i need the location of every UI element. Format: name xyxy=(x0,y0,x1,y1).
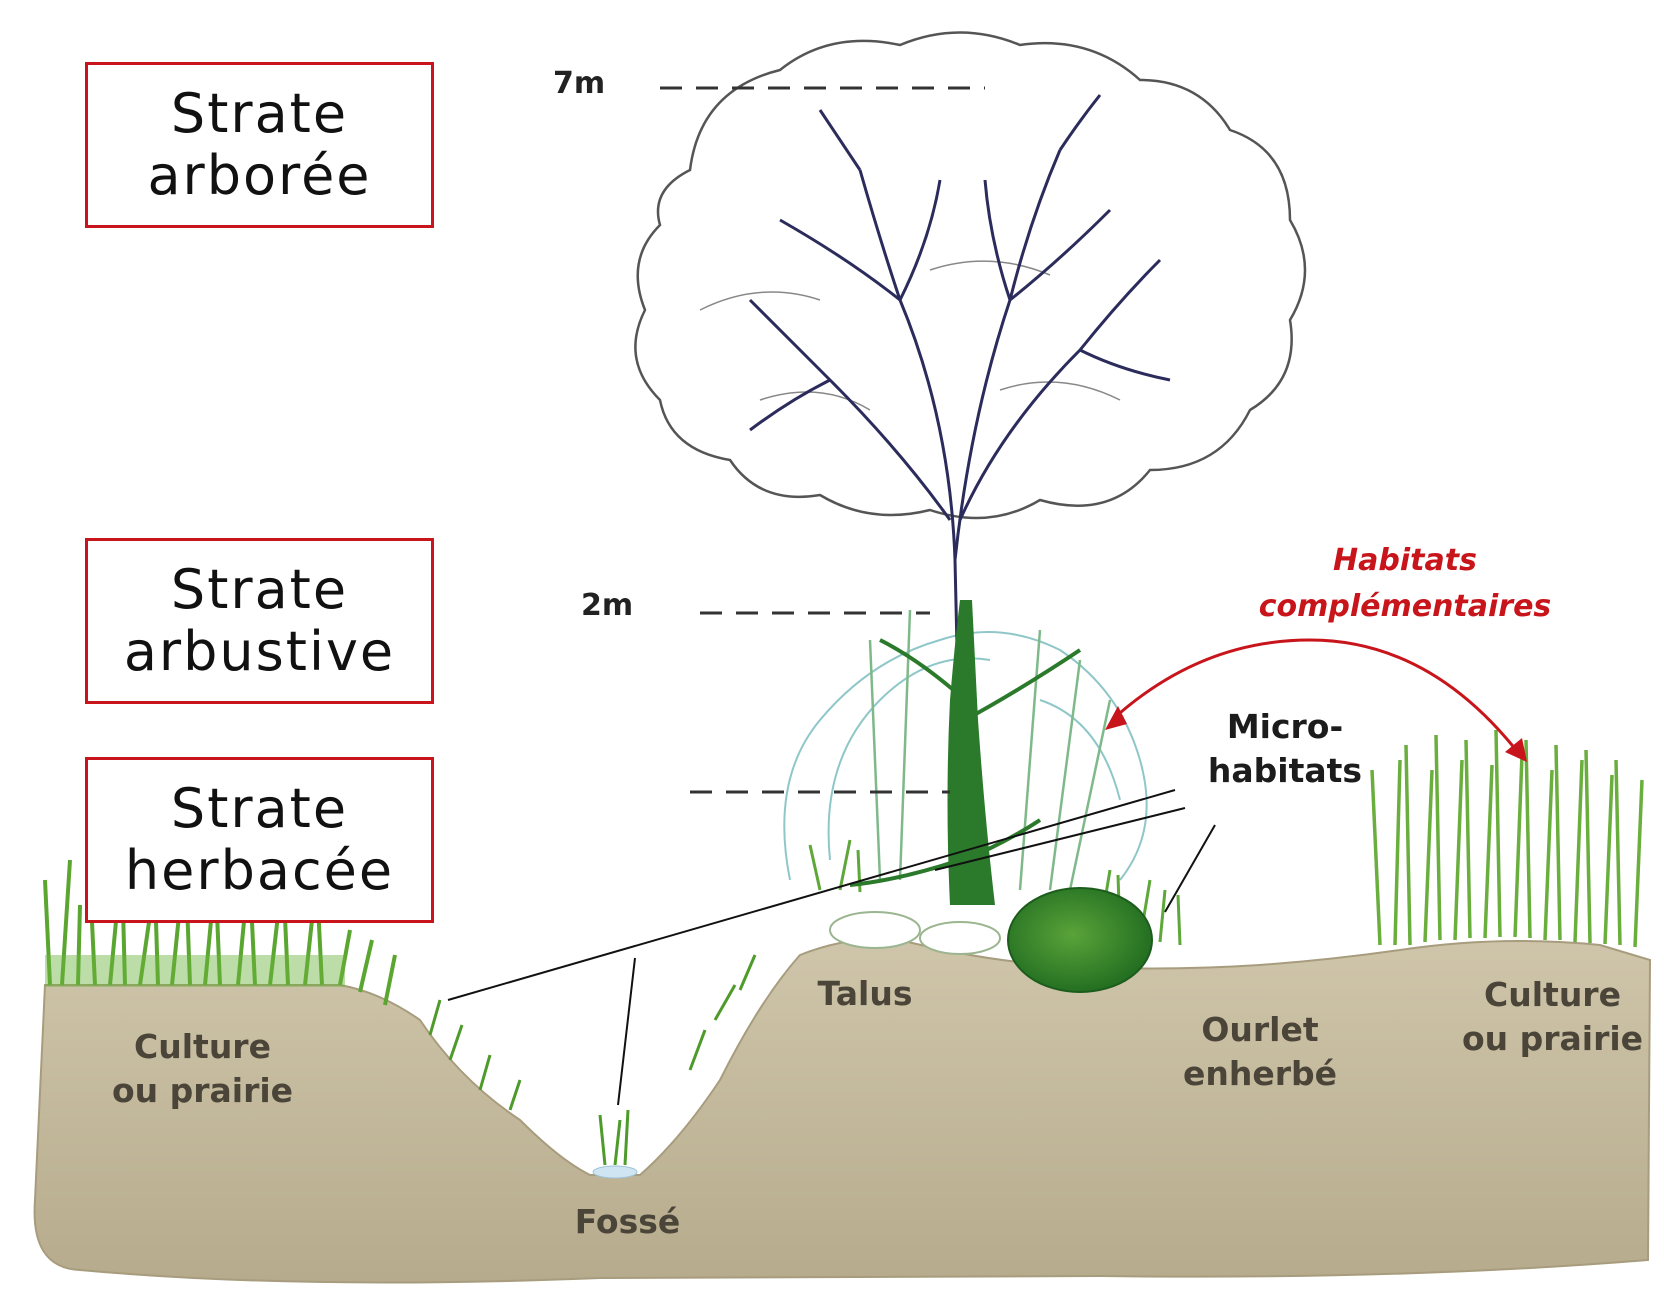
height-label-2m: 2m xyxy=(581,588,633,623)
habitats-line2: complémentaires xyxy=(1255,584,1555,630)
strate-arbustive-line2: arbustive xyxy=(124,621,395,683)
fosse-label: Fossé xyxy=(560,1200,695,1244)
strate-arboree-line2: arborée xyxy=(147,145,371,207)
grass-right xyxy=(1372,730,1642,947)
culture-right-line2: ou prairie xyxy=(1445,1017,1660,1061)
strate-arboree-line1: Strate xyxy=(171,83,348,145)
ditch-water xyxy=(593,1166,637,1178)
culture-left-line1: Culture xyxy=(95,1025,310,1069)
strate-herbacee-line2: herbacée xyxy=(125,840,394,902)
tree-canopy xyxy=(635,33,1305,519)
culture-left-label: Culture ou prairie xyxy=(95,1025,310,1113)
height-label-7m: 7m xyxy=(553,66,605,101)
strate-arbustive-box: Strate arbustive xyxy=(85,538,434,704)
strate-herbacee-line1: Strate xyxy=(171,778,348,840)
grass-left-base xyxy=(45,955,345,987)
ourlet-line2: enherbé xyxy=(1160,1052,1360,1096)
strate-arboree-box: Strate arborée xyxy=(85,62,434,228)
mossy-rock xyxy=(1008,888,1152,992)
culture-left-line2: ou prairie xyxy=(95,1069,310,1113)
culture-right-label: Culture ou prairie xyxy=(1445,973,1660,1061)
strate-arbustive-line1: Strate xyxy=(171,559,348,621)
strate-herbacee-box: Strate herbacée xyxy=(85,757,434,923)
micro-habitats-label: Micro- habitats xyxy=(1185,705,1385,793)
culture-right-line1: Culture xyxy=(1445,973,1660,1017)
habitats-line1: Habitats xyxy=(1255,538,1555,584)
micro-line2: habitats xyxy=(1185,749,1385,793)
micro-line1: Micro- xyxy=(1185,705,1385,749)
ourlet-label: Ourlet enherbé xyxy=(1160,1008,1360,1096)
talus-label: Talus xyxy=(800,972,930,1016)
ourlet-line1: Ourlet xyxy=(1160,1008,1360,1052)
habitats-complementaires-label: Habitats complémentaires xyxy=(1255,538,1555,630)
